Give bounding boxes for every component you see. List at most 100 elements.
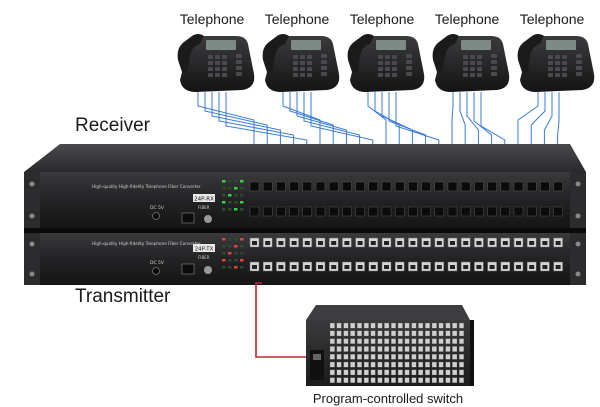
switch-port (452, 377, 458, 383)
switch-port (418, 322, 424, 329)
switch-port (350, 346, 356, 352)
switch-port (431, 361, 437, 368)
status-led (240, 208, 244, 211)
switch-port (431, 346, 437, 352)
switch-port (336, 361, 342, 368)
switch-port (418, 369, 424, 376)
switch-port (411, 354, 417, 360)
telephone-handset (347, 34, 374, 73)
telephone-function-key (406, 66, 412, 70)
switch-port (459, 330, 464, 337)
receiver-port-array (249, 181, 563, 217)
telephone-key (215, 61, 220, 65)
switch-port (438, 330, 444, 337)
rj11-port (315, 206, 326, 217)
telephone-function-key (321, 72, 327, 76)
rj11-port (434, 181, 445, 192)
status-led (234, 208, 238, 211)
telephone-function-key (576, 66, 582, 70)
status-led (234, 180, 238, 183)
switch-port (431, 330, 437, 337)
rj11-port-socket (516, 265, 521, 269)
transmitter-reset-knob (204, 266, 212, 274)
switch-port (445, 361, 451, 368)
switch-port (343, 354, 349, 360)
switch-port (425, 322, 430, 329)
telephone-key (208, 61, 213, 65)
switch-port (377, 330, 383, 337)
switch-port (377, 369, 383, 376)
rj11-port (328, 206, 339, 217)
telephone-key (208, 67, 213, 71)
switch-port (357, 322, 362, 329)
rj11-port-socket (304, 241, 310, 245)
switch-port (329, 369, 335, 376)
switch-port (459, 322, 464, 329)
telephone-function-key (236, 66, 242, 70)
switch-port (384, 369, 390, 376)
telephone-key (293, 61, 298, 65)
switch-port (336, 354, 342, 360)
telephone-key (215, 73, 220, 77)
switch-port (363, 338, 369, 344)
telephone-key (307, 55, 312, 59)
status-led (240, 201, 244, 204)
receiver-caption: High-quality High-fidelity Telephone Fib… (92, 184, 201, 189)
rj11-port (381, 181, 392, 192)
status-led (228, 238, 232, 241)
rj11-port (302, 181, 313, 192)
switch-port (384, 361, 390, 368)
switch-port (350, 330, 356, 337)
status-led (228, 180, 232, 183)
transmitter-model-badge (193, 244, 215, 252)
rj11-port-socket (278, 241, 284, 245)
status-led (228, 201, 232, 204)
switch-port (336, 369, 342, 376)
receiver-power-label: DC 5V (150, 205, 165, 211)
rj11-port-socket (542, 265, 548, 269)
switch-port (336, 322, 342, 329)
switch-port (377, 354, 383, 360)
telephone-key (555, 61, 560, 65)
switch-port (431, 338, 437, 344)
switch-port (391, 330, 396, 337)
rj11-port (394, 206, 405, 217)
switch-port (363, 322, 369, 329)
telephone-key (548, 55, 553, 59)
switch-port (438, 377, 444, 383)
telephone-key (293, 67, 298, 71)
switch-port (357, 361, 362, 368)
telephone-key (300, 67, 305, 71)
telephone-key (548, 73, 553, 77)
switch-port (459, 346, 464, 352)
status-led (222, 187, 226, 190)
switch-port (445, 354, 451, 360)
telephone-key (215, 67, 220, 71)
switch-port (431, 369, 437, 376)
rj11-port-socket (265, 265, 271, 269)
rj11-port-socket (476, 265, 482, 269)
rj11-port (460, 181, 471, 192)
telephone-key (222, 67, 227, 71)
switch-port (363, 330, 369, 337)
telephone-key (307, 73, 312, 77)
telephone-screen (461, 40, 491, 50)
switch-port (459, 369, 464, 376)
telephone-key (378, 55, 383, 59)
switch-port (445, 338, 451, 344)
switch-port (329, 322, 335, 329)
switch-port (343, 338, 349, 344)
switch-port (370, 354, 376, 360)
rj11-port (276, 181, 286, 192)
status-led (234, 187, 238, 190)
switch-port (329, 361, 335, 368)
switch-port (329, 354, 335, 360)
rj11-port (500, 206, 511, 217)
status-led (240, 187, 244, 190)
transmitter-label: Transmitter (75, 286, 171, 307)
telephone-screen (291, 40, 321, 50)
rj11-port (526, 181, 537, 192)
receiver-mount-hole-left-bottom (29, 213, 35, 219)
status-led (228, 208, 232, 211)
rj11-port-socket (410, 265, 416, 269)
